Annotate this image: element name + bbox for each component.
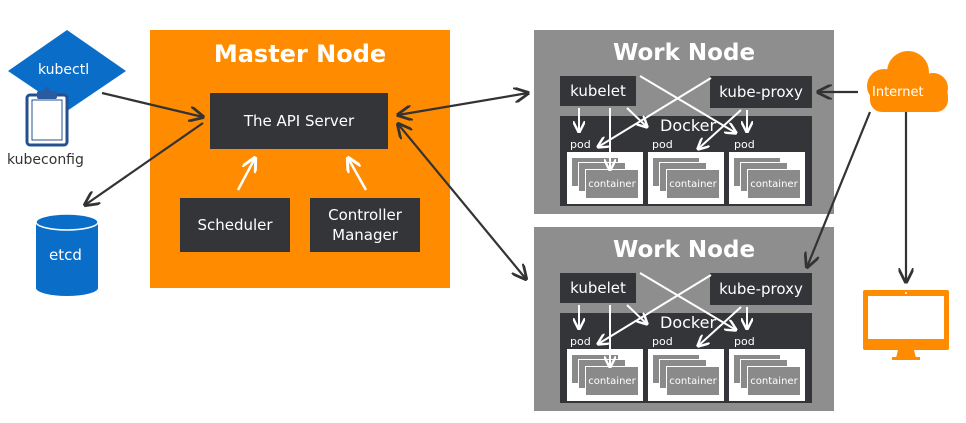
kubelet[interactable]: kubelet — [560, 76, 636, 106]
etcd-cylinder-icon[interactable] — [35, 213, 99, 296]
container[interactable]: container — [585, 366, 639, 396]
controller-manager-label-line1: Controller — [328, 206, 402, 224]
arrow-scheduler-to-api — [236, 158, 255, 191]
kubeconfig-clipboard-icon[interactable] — [25, 87, 69, 147]
internet-cloud-icon[interactable] — [867, 51, 948, 112]
docker-label: Docker — [660, 313, 717, 332]
docker-engine: Docker pod pod pod container container c… — [560, 313, 812, 403]
kube-proxy-label: kube-proxy — [719, 280, 803, 298]
master-node-title: Master Node — [213, 40, 387, 68]
api-server[interactable]: The API Server — [210, 93, 388, 149]
internet-label: Internet — [872, 85, 924, 100]
container[interactable]: container — [747, 366, 801, 396]
kubelet[interactable]: kubelet — [560, 273, 636, 303]
container[interactable]: container — [666, 169, 720, 199]
controller-manager-label-line2: Manager — [332, 226, 398, 244]
pod-3[interactable]: container — [729, 349, 805, 401]
pod-1[interactable]: container — [567, 349, 643, 401]
pod-label: pod — [570, 335, 591, 348]
pod-2[interactable]: container — [648, 152, 724, 204]
arrow-api-worknode2 — [398, 124, 526, 279]
scheduler-label: Scheduler — [197, 216, 273, 234]
container[interactable]: container — [666, 366, 720, 396]
kubelet-label: kubelet — [570, 279, 626, 297]
pod-label: pod — [570, 138, 591, 151]
api-server-label: The API Server — [243, 112, 355, 130]
work-node-title: Work Node — [612, 237, 756, 263]
kubectl-diamond[interactable] — [8, 30, 126, 111]
pod-label: pod — [734, 138, 755, 151]
etcd-label: etcd — [49, 246, 82, 264]
kubeconfig-label: kubeconfig — [7, 152, 84, 168]
arrow-internet-to-kubeproxy2 — [807, 111, 872, 267]
worknode1-internal-arrows — [579, 75, 747, 170]
kube-proxy[interactable]: kube-proxy — [710, 273, 812, 305]
scheduler[interactable]: Scheduler — [180, 198, 290, 252]
kubectl-label: kubectl — [38, 62, 90, 78]
pod-3[interactable]: container — [729, 152, 805, 204]
pod-label: pod — [734, 335, 755, 348]
docker-engine: Docker pod pod pod container container c… — [560, 116, 812, 206]
container[interactable]: container — [585, 169, 639, 199]
work-node-title: Work Node — [612, 40, 756, 66]
arrow-api-to-etcd — [85, 122, 204, 205]
arrow-kubectl-to-api — [101, 91, 203, 117]
arrow-api-worknode1 — [398, 93, 528, 115]
docker-label: Docker — [660, 116, 717, 135]
pod-label: pod — [652, 335, 673, 348]
monitor-icon — [863, 290, 949, 360]
pod-2[interactable]: container — [648, 349, 724, 401]
kubelet-label: kubelet — [570, 82, 626, 100]
worknode2-internal-arrows — [579, 272, 747, 367]
work-node-2: Work Node kubelet kube-proxy Docker pod … — [534, 227, 834, 411]
container[interactable]: container — [747, 169, 801, 199]
pod-label: pod — [652, 138, 673, 151]
kube-proxy-label: kube-proxy — [719, 83, 803, 101]
arrow-controller-to-api — [348, 158, 368, 191]
kube-proxy[interactable]: kube-proxy — [710, 76, 812, 108]
